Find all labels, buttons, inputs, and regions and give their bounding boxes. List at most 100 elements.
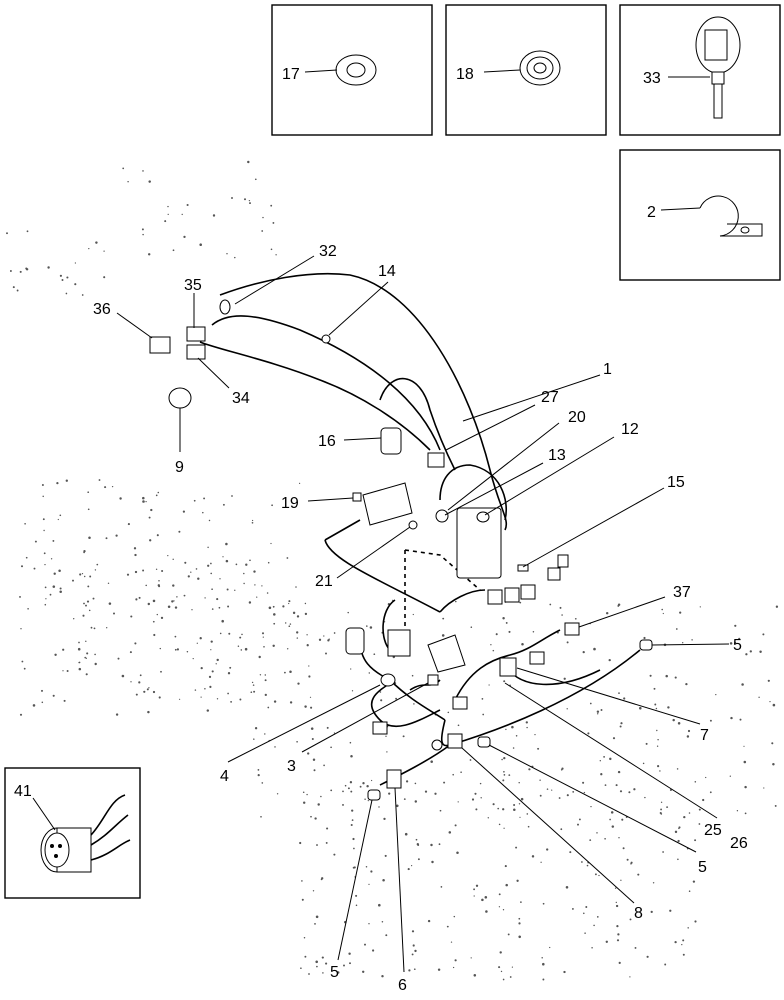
main-harness xyxy=(199,272,641,786)
background-dot xyxy=(272,605,275,608)
background-dot xyxy=(661,608,664,611)
background-dot xyxy=(604,784,607,786)
connector-37 xyxy=(564,622,580,636)
background-dot xyxy=(558,797,561,799)
background-dot xyxy=(218,606,221,609)
background-dot xyxy=(296,615,300,618)
background-dot xyxy=(498,823,501,826)
background-dot xyxy=(337,971,340,974)
background-dot xyxy=(299,841,302,845)
background-dot xyxy=(343,964,345,967)
background-dot xyxy=(312,890,315,892)
background-dot xyxy=(353,866,356,869)
background-dot xyxy=(593,647,596,651)
background-dot xyxy=(127,180,129,183)
background-dot xyxy=(252,684,255,686)
background-dot xyxy=(195,568,198,570)
background-dot xyxy=(454,959,457,962)
background-dot xyxy=(381,920,384,923)
background-dot xyxy=(675,628,678,630)
background-dot xyxy=(127,523,130,526)
background-dot xyxy=(623,697,626,700)
background-dot xyxy=(508,630,511,633)
background-dot xyxy=(518,935,521,939)
background-dot xyxy=(452,966,455,969)
background-dot xyxy=(295,586,297,588)
background-dot xyxy=(216,598,219,601)
connector-block-15 xyxy=(487,554,569,605)
background-dot xyxy=(699,606,701,608)
callout-17: 17 xyxy=(282,66,300,83)
background-dot xyxy=(49,593,52,596)
background-dot xyxy=(473,974,477,977)
background-dot xyxy=(316,844,318,846)
background-dot xyxy=(618,692,620,694)
background-dot xyxy=(521,642,524,646)
background-dot xyxy=(310,706,313,709)
background-dot xyxy=(694,920,697,923)
battery-12-13 xyxy=(456,507,502,579)
background-dot xyxy=(518,803,521,805)
background-dot xyxy=(687,729,691,733)
background-dot xyxy=(83,575,86,578)
background-dot xyxy=(267,706,270,709)
background-dot xyxy=(134,553,137,557)
background-dot xyxy=(107,582,110,584)
background-dot xyxy=(366,784,369,788)
background-dot xyxy=(264,679,267,682)
background-dot xyxy=(775,605,779,608)
sensor-4 xyxy=(380,673,396,687)
background-dot xyxy=(298,482,301,485)
background-dot xyxy=(44,563,46,566)
background-dot xyxy=(219,632,222,635)
background-dot xyxy=(443,781,446,784)
background-dot xyxy=(368,672,371,674)
background-dot xyxy=(644,796,646,799)
background-dot xyxy=(57,518,59,521)
background-dot xyxy=(176,648,179,651)
inset-part-33: 33 xyxy=(619,4,781,136)
background-dot xyxy=(350,790,353,793)
background-dot xyxy=(130,615,133,618)
background-dot xyxy=(497,807,500,810)
background-dot xyxy=(78,667,82,671)
background-dot xyxy=(302,791,305,793)
background-dot xyxy=(43,529,45,532)
background-dot xyxy=(23,667,26,670)
background-dot xyxy=(211,588,213,591)
background-dot xyxy=(630,863,632,865)
background-dot xyxy=(206,709,210,712)
background-dot xyxy=(608,658,611,662)
background-dot xyxy=(549,946,551,949)
background-dot xyxy=(715,693,717,696)
background-dot xyxy=(239,698,242,701)
background-dot xyxy=(253,690,256,693)
background-dot xyxy=(115,534,118,537)
background-dot xyxy=(642,762,645,765)
background-dot xyxy=(511,966,513,968)
background-dot xyxy=(247,160,250,164)
relay-block xyxy=(387,629,411,657)
background-dot xyxy=(709,791,712,794)
background-dot xyxy=(155,568,158,570)
connector-a xyxy=(372,721,388,735)
background-dot xyxy=(583,791,586,794)
background-dot xyxy=(311,737,314,741)
background-dot xyxy=(488,684,490,686)
callout-37: 37 xyxy=(673,584,691,601)
background-dot xyxy=(130,681,132,683)
background-dot xyxy=(513,808,516,811)
background-dot xyxy=(676,768,679,770)
background-dot xyxy=(605,940,608,943)
background-dot xyxy=(388,792,391,795)
background-dot xyxy=(251,521,254,524)
background-dot xyxy=(108,602,112,605)
background-dot xyxy=(178,698,181,700)
background-dot xyxy=(325,652,327,655)
background-dot xyxy=(453,915,456,918)
background-dot xyxy=(32,704,36,707)
background-dot xyxy=(657,738,659,741)
background-dot xyxy=(79,573,82,576)
background-dot xyxy=(370,779,373,782)
background-dot xyxy=(350,823,353,827)
